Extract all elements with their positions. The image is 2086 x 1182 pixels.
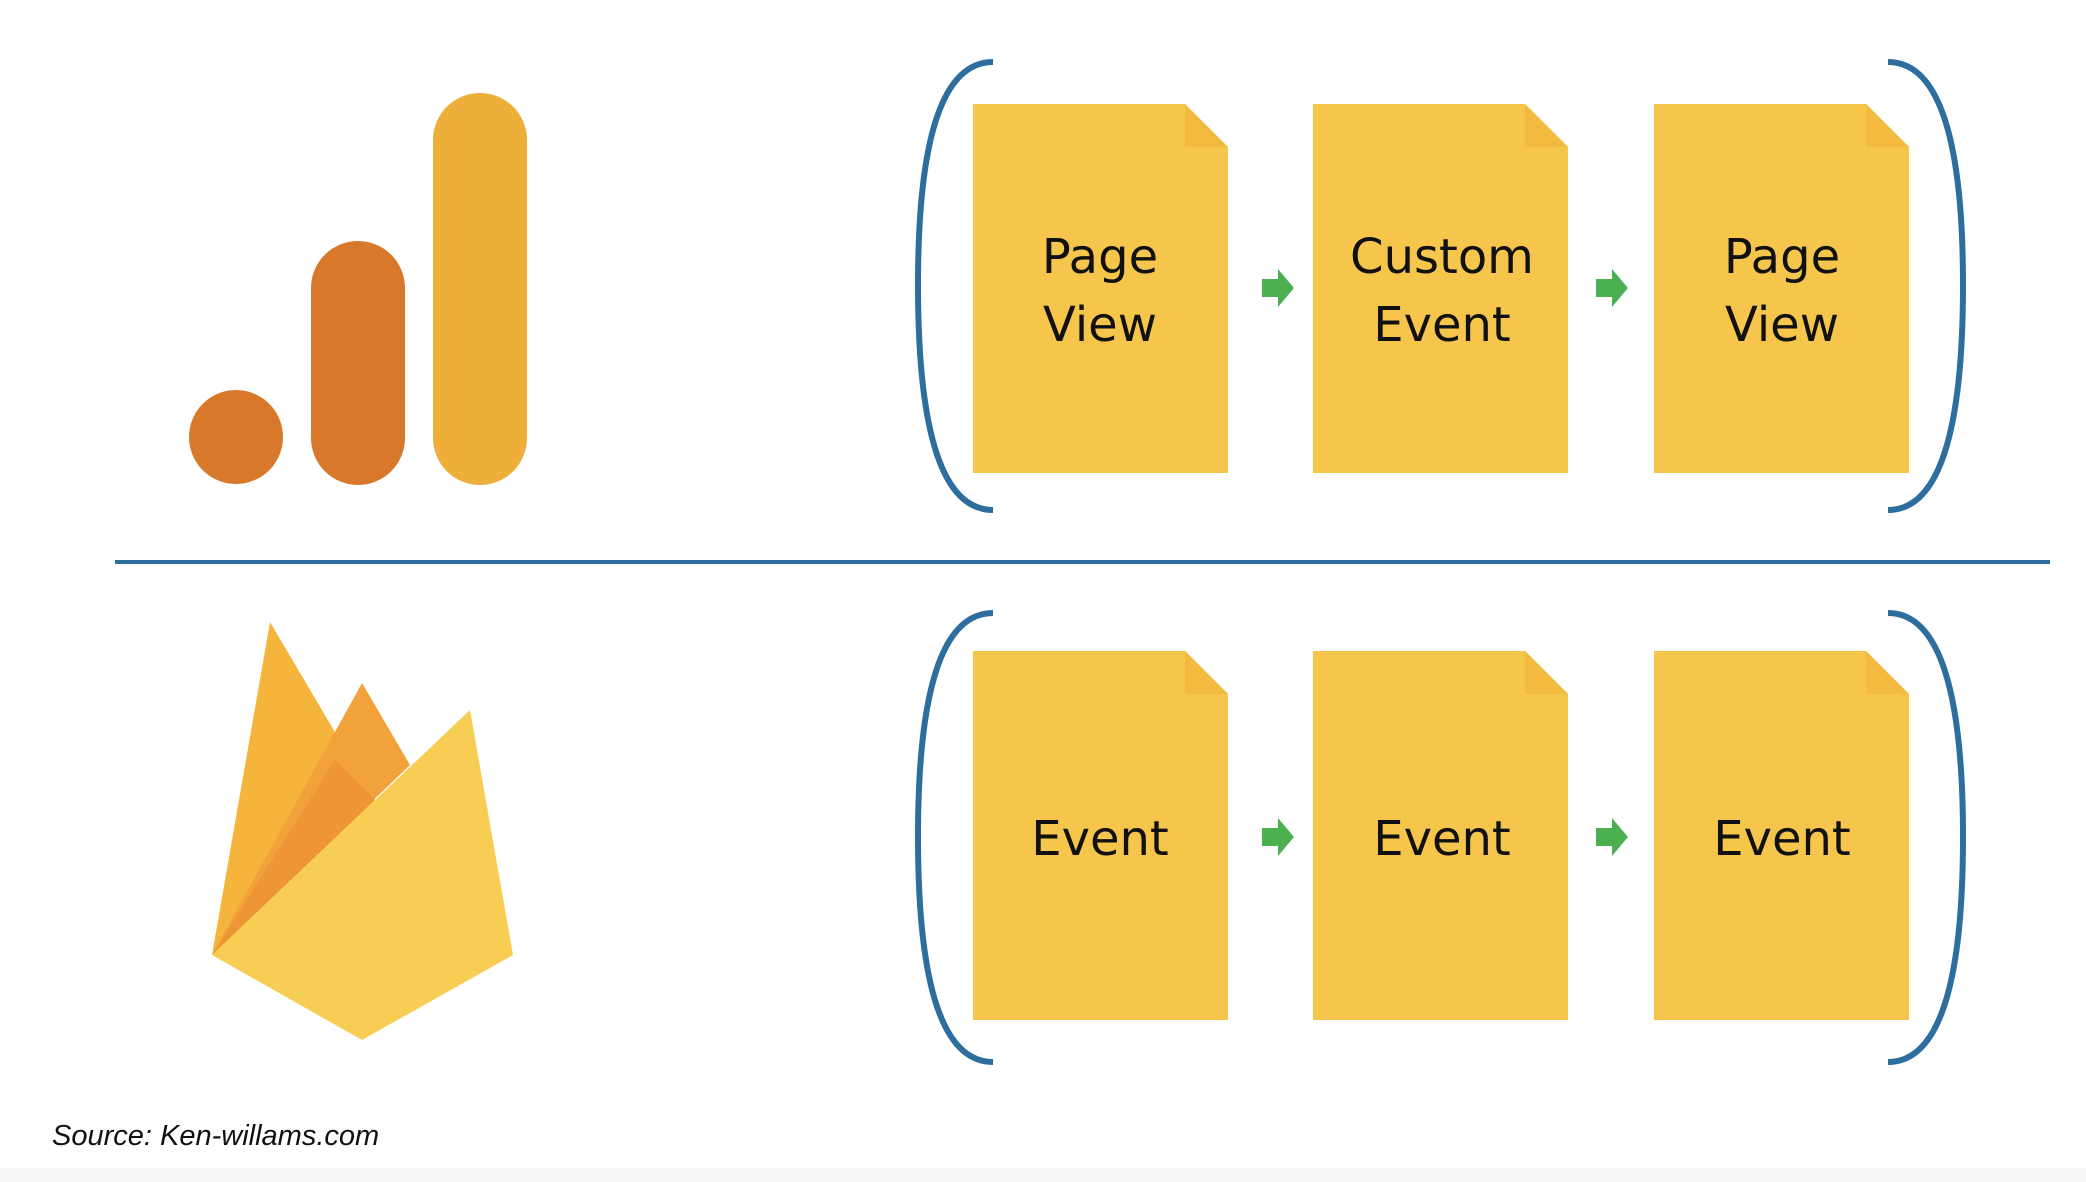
- document-label: Event: [1031, 811, 1169, 867]
- arrow-right-icon: [1262, 818, 1294, 856]
- document-event: Event: [1654, 651, 1909, 1020]
- left-bracket-top: [914, 59, 994, 513]
- ga-bar-tall: [433, 93, 527, 485]
- right-bracket-top: [1887, 59, 1967, 513]
- source-caption: Source: Ken-willams.com: [52, 1120, 380, 1152]
- document-label: Event: [1373, 297, 1511, 353]
- document-event: Event: [1313, 651, 1568, 1020]
- firebase-left-flame: [212, 622, 375, 955]
- document-label: View: [1725, 297, 1839, 353]
- firebase-body: [212, 710, 513, 1040]
- ga-bar-medium: [311, 241, 405, 485]
- document-label: Page: [1724, 229, 1840, 285]
- ga-dot: [189, 390, 283, 484]
- document-label: Custom: [1350, 229, 1534, 285]
- document-custom-event: Custom Event: [1313, 104, 1568, 473]
- document-page-view: Page View: [1654, 104, 1909, 473]
- document-page-view: Page View: [973, 104, 1228, 473]
- footer-band: [0, 1168, 2086, 1182]
- document-label: Page: [1042, 229, 1158, 285]
- left-bracket-bottom: [914, 610, 994, 1065]
- right-bracket-bottom: [1887, 610, 1967, 1065]
- arrow-right-icon: [1596, 269, 1628, 307]
- google-analytics-logo: [189, 93, 527, 485]
- firebase-logo: [212, 622, 513, 1040]
- firebase-inner-shade: [212, 760, 375, 955]
- document-label: Event: [1373, 811, 1511, 867]
- document-event: Event: [973, 651, 1228, 1020]
- arrow-right-icon: [1262, 269, 1294, 307]
- document-label: View: [1043, 297, 1157, 353]
- arrow-right-icon: [1596, 818, 1628, 856]
- document-label: Event: [1713, 811, 1851, 867]
